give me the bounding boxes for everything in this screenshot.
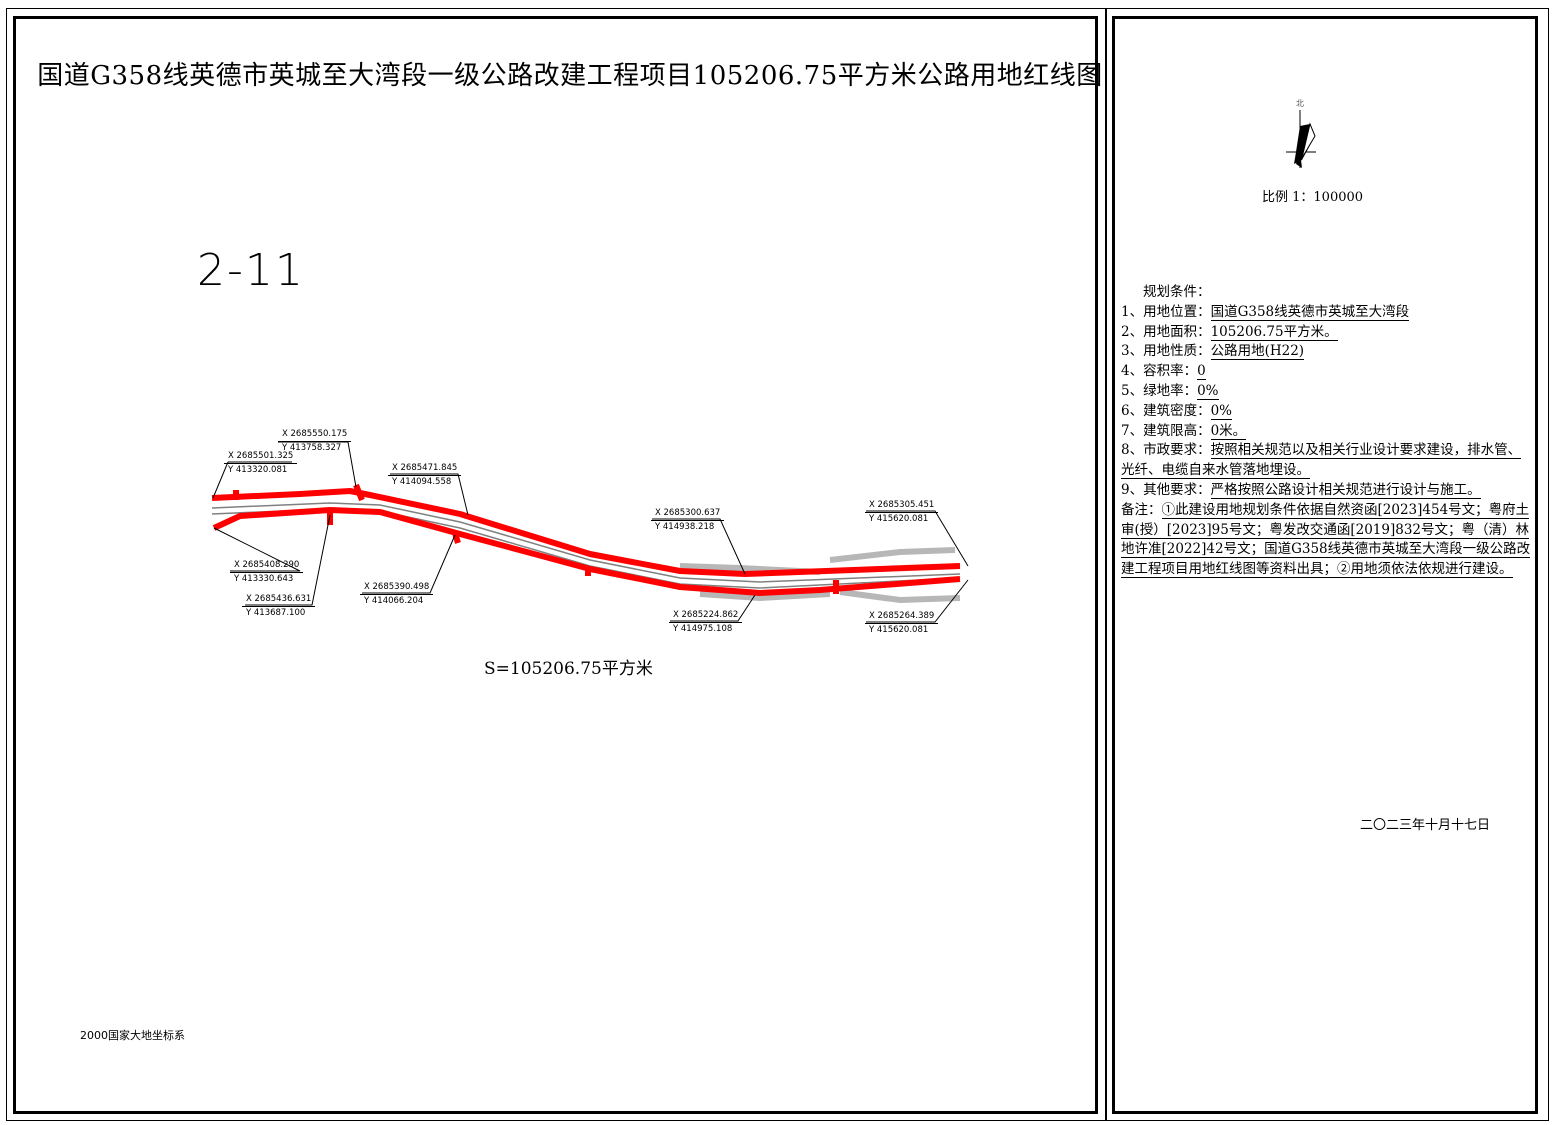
condition-item: 3、用地性质：公路用地(H22) bbox=[1121, 343, 1305, 361]
redline-boundary bbox=[211, 483, 961, 596]
area-label: S=105206.75平方米 bbox=[484, 659, 653, 679]
divider bbox=[1105, 8, 1107, 1121]
north-label: 北 bbox=[1296, 99, 1304, 108]
leader-lines bbox=[212, 441, 969, 623]
coordinate-system-label: 2000国家大地坐标系 bbox=[80, 1029, 185, 1042]
north-arrow-icon bbox=[1286, 110, 1316, 168]
condition-item: 8、市政要求：按照相关规范以及相关行业设计要求建设，排水管、光纤、电缆自来水管落… bbox=[1121, 442, 1522, 480]
date-label: 二〇二三年十月十七日 bbox=[1360, 818, 1491, 833]
condition-item: 7、建筑限高：0米。 bbox=[1121, 422, 1247, 440]
condition-item: 2、用地面积：105206.75平方米。 bbox=[1121, 323, 1338, 341]
info-frame bbox=[1112, 16, 1538, 1114]
remarks: 备注：①此建设用地规划条件依据自然资函[2023]454号文；粤府土审(授）[2… bbox=[1121, 501, 1531, 579]
condition-item: 1、用地位置：国道G358线英德市英城至大湾段 bbox=[1121, 303, 1410, 321]
sheet-number: 2-11 bbox=[197, 245, 305, 296]
condition-item: 9、其他要求：严格按照公路设计相关规范进行设计与施工。 bbox=[1121, 481, 1481, 499]
condition-item: 5、绿地率：0% bbox=[1121, 382, 1219, 400]
outer-border bbox=[6, 8, 1549, 1121]
scale-label: 比例 1：100000 bbox=[1262, 190, 1364, 205]
conditions-title: 规划条件： bbox=[1143, 284, 1211, 300]
page-title: 国道G358线英德市英城至大湾段一级公路改建工程项目105206.75平方米公路… bbox=[37, 61, 1103, 91]
condition-item: 4、容积率：0 bbox=[1121, 363, 1206, 381]
planning-conditions: 规划条件： 1、用地位置：国道G358线英德市英城至大湾段 2、用地面积：105… bbox=[1121, 283, 1531, 580]
condition-item: 6、建筑密度：0% bbox=[1121, 402, 1233, 420]
drawing-frame bbox=[13, 16, 1098, 1114]
